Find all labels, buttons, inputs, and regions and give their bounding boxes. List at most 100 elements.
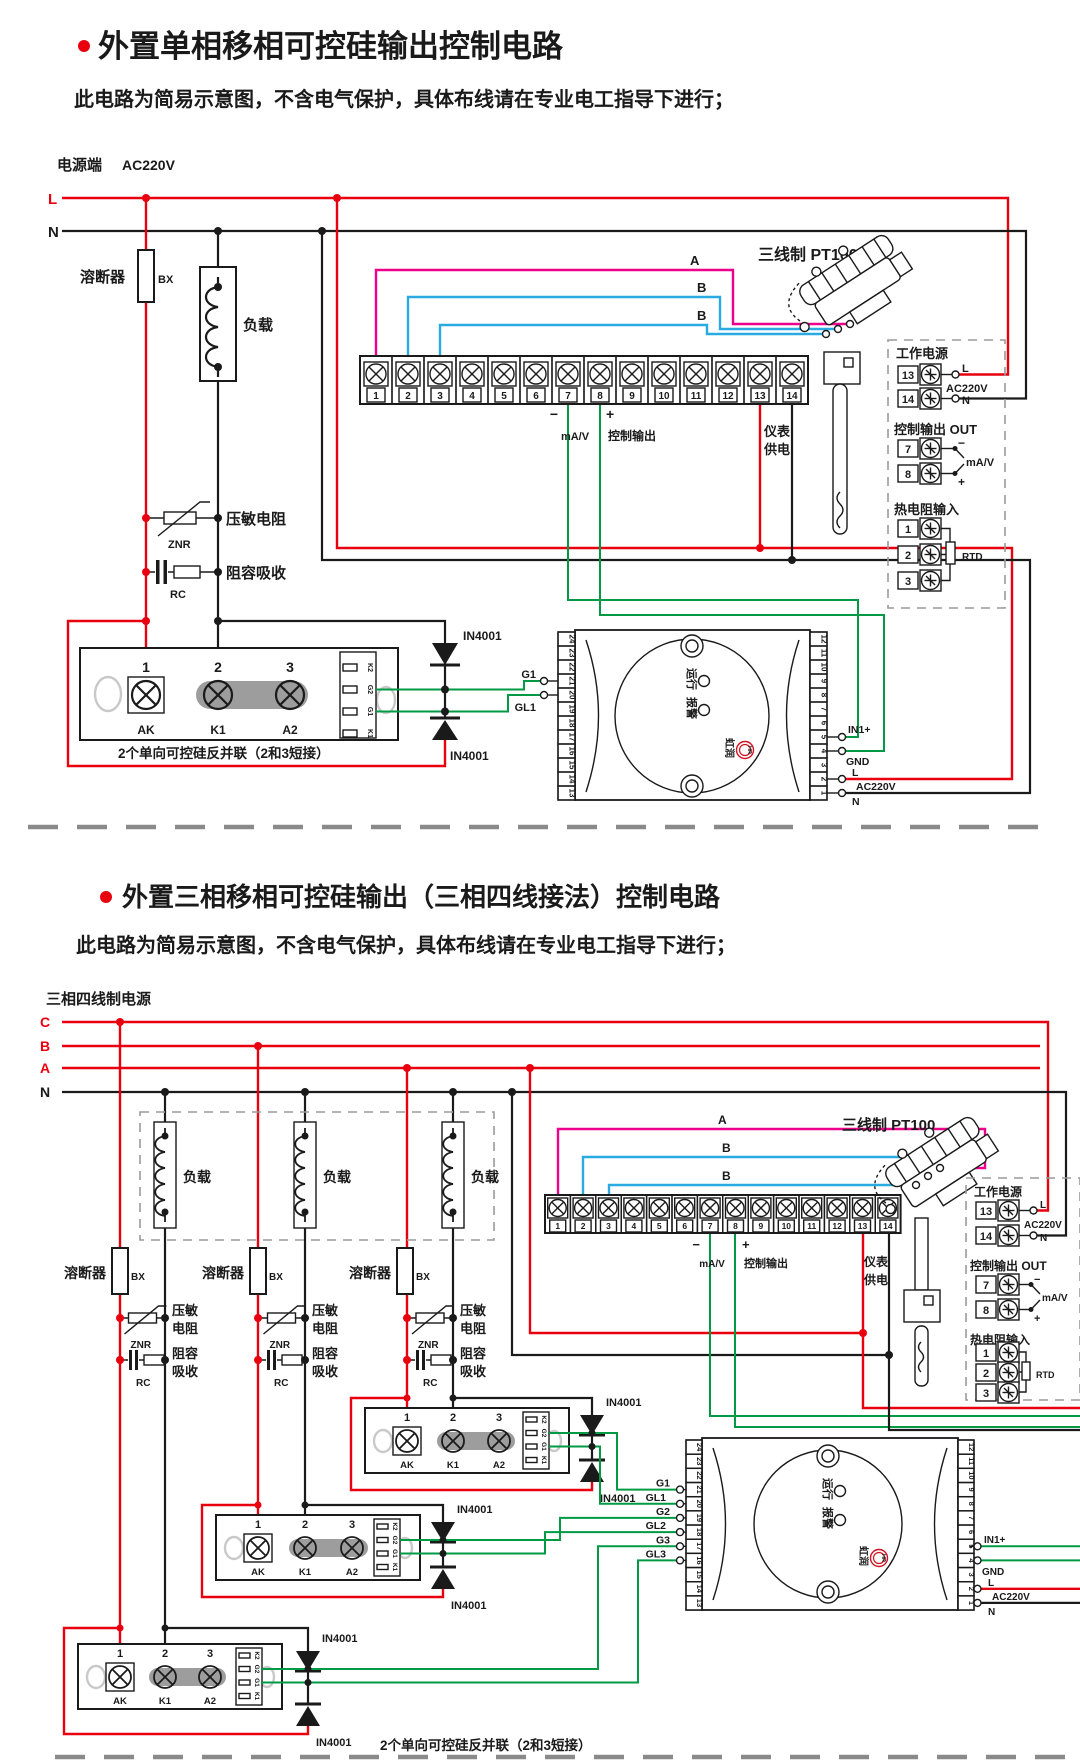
diode-label: IN4001 [606,1397,641,1409]
ctrl-l-label: L [988,1578,994,1589]
controller-terminal-number: 11 [967,1457,976,1465]
controller-terminal-number: 6 [967,1530,976,1534]
terminal-number-box [853,1219,872,1233]
gate-terminal-label: K1 [540,1456,547,1465]
controller-terminal-number: 8 [820,693,829,698]
terminal-number: 8 [597,391,603,402]
controller-terminal-number: 8 [967,1502,976,1506]
module-term: K1 [447,1460,460,1471]
line-l-label: L [48,191,57,208]
panel-terminal-box [975,1363,997,1382]
panel-minus: − [958,436,965,450]
gate-terminal-bar [342,685,358,694]
terminal-number: 7 [565,391,571,402]
screw-terminal-icon [801,1197,823,1219]
module-term: A2 [282,723,298,737]
wire-N [62,229,1028,400]
load-label: 负载 [243,316,273,334]
module-num: 2 [302,1519,308,1531]
shorting-bar [437,1432,515,1450]
panel-rtd-label: RTD [1036,1370,1055,1380]
in1-label: IN1+ [848,724,870,736]
gate-terminal-label: G1 [391,1549,398,1558]
junction-dot [403,1064,411,1072]
run-label: 运行 [821,1478,835,1500]
wire-b1-label: B [697,280,706,295]
junction-dot [142,194,150,202]
screw-terminal-icon [547,1197,569,1219]
terminal-number-box [686,387,706,403]
panel-terminal-number: 8 [905,469,911,481]
loads-2: 负载 负载 负载 [153,1121,499,1229]
module-term: A2 [346,1567,358,1578]
ctrl-out-label: 控制输出 [744,1256,788,1270]
rc-label: 吸收 [172,1364,199,1379]
varistor-arrow [157,501,210,537]
panel-terminal-box [975,1383,997,1402]
module-caption-2: 2个单向可控硅反并联（2和3短接） [380,1737,592,1753]
varistor-symbol [127,1312,158,1324]
module-term: K1 [210,723,226,737]
wire-L [62,196,1010,376]
rc-label: 阻容 [312,1346,338,1361]
wire-C [62,1020,1050,1212]
junction-dot [304,1679,312,1686]
controller-terminal-number: 7 [967,1516,976,1520]
line-c-label: C [40,1014,50,1030]
diode-icon [296,1706,320,1726]
junction-dot [449,1088,457,1096]
terminal-number: 2 [405,391,411,402]
varistor-label: 电阻 [460,1321,486,1336]
terminal-number-box [590,387,610,403]
junction-dot [254,1042,262,1050]
gate-terminal-label: G2 [253,1665,260,1674]
section1-subtitle: 此电路为简易示意图，不含电气保护，具体布线请在专业电工指导下进行； [74,87,734,111]
junction-dot [449,1314,457,1322]
terminal-number-box [828,1219,846,1233]
terminal-number-box [676,1219,694,1233]
fuse-label: 溶断器 [349,1265,392,1281]
panel-terminal-number: 7 [905,444,911,456]
ctrl-ac-label: AC220V [856,781,896,793]
wire-g1-2 [549,1432,677,1491]
line-a-label: A [40,1060,50,1076]
terminal-number-box [752,1219,770,1233]
gate-label: GL2 [646,1520,667,1532]
gate-terminal-bar [525,1429,538,1437]
alarm-label: 报警 [821,1507,835,1529]
terminal-number-box [430,387,450,403]
junction-dot [588,1443,596,1450]
resistor-icon [430,1354,452,1366]
gate-terminal-bar [238,1679,251,1686]
junction-dot [439,1550,447,1557]
terminal-cell [874,1194,902,1234]
junction-dot [301,1088,309,1096]
junction-dot [142,568,150,576]
run-label: 运行 [685,668,699,690]
junction-dot [301,1501,309,1509]
controller-terminal-number: 2 [967,1587,976,1591]
module-num: 1 [142,659,150,675]
minus-label: − [550,406,558,422]
module-term: A2 [204,1696,216,1707]
wire-ctrl-out-plus-2 [734,1233,1080,1562]
junction-dot [214,617,222,625]
wire-b2-label: B [722,1169,731,1183]
module-caption: 2个单向可控硅反并联（2和3短接） [118,745,330,761]
gnd-label: GND [846,756,870,768]
screw-terminal-icon [775,1197,797,1219]
junction-dot [301,1356,309,1364]
screw-terminal-icon [597,1197,620,1219]
junction-dot [333,194,341,202]
gate-terminal-label: G2 [391,1536,398,1545]
wire-L-rail [335,198,1014,781]
controller-terminal-number: 18 [695,1528,704,1536]
fuse-code: BX [131,1272,145,1283]
terminal-number: 5 [657,1221,662,1231]
brand-label: 虹润 [723,738,736,758]
meter-supply-label-2: 供电 [763,442,790,457]
junction-dot [441,685,449,694]
screw-terminal-icon [919,543,942,566]
